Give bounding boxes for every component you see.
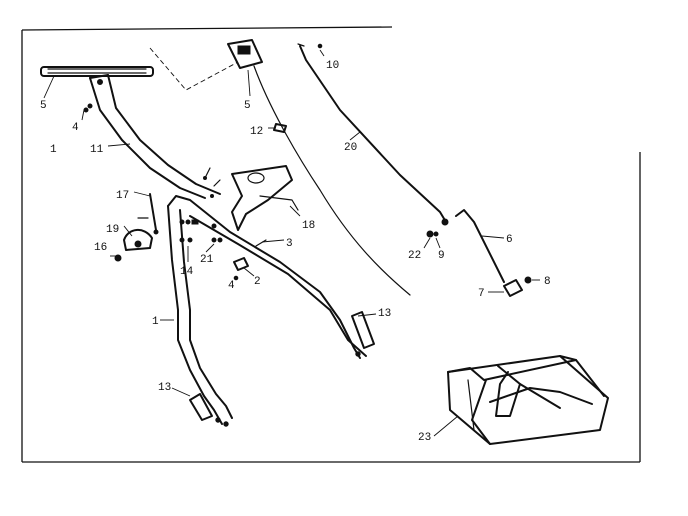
callout-13-right: 13 [378, 308, 391, 320]
bracket-13-right [351, 311, 375, 349]
callout-17: 17 [116, 190, 129, 202]
spool-19-part [123, 229, 153, 251]
lower-handle-part [167, 195, 367, 427]
callout-18: 18 [302, 220, 315, 232]
callout-4-lower: 4 [228, 280, 235, 292]
upper-handle-part [40, 66, 221, 199]
callout-14: 14 [180, 266, 194, 278]
callout-11: 11 [90, 144, 104, 156]
callout-16: 16 [94, 242, 107, 254]
control-cable-part [253, 65, 411, 296]
grass-catcher-part [447, 355, 609, 445]
washer-16-part [114, 254, 122, 262]
pin-17-part [149, 193, 159, 235]
callout-1-lower: 1 [152, 316, 159, 328]
callout-10: 10 [326, 60, 339, 72]
callout-5-left: 5 [40, 100, 47, 112]
callout-9: 9 [438, 250, 445, 262]
diagram-frame [21, 26, 641, 463]
callout-20: 20 [344, 142, 357, 154]
callout-13-lower: 13 [158, 382, 171, 394]
callout-3: 3 [286, 238, 293, 250]
fastener-9-22 [426, 230, 439, 238]
callout-8: 8 [544, 276, 551, 288]
callout-7: 7 [478, 288, 485, 300]
callout-12: 12 [250, 126, 263, 138]
shield-part [231, 165, 299, 231]
callout-4-upper: 4 [72, 122, 79, 134]
callout-6: 6 [506, 234, 513, 246]
control-lever-part [227, 39, 263, 69]
callout-5-right: 5 [244, 100, 251, 112]
callout-2: 2 [254, 276, 261, 288]
hardware-cluster [83, 103, 267, 281]
callout-labels: 5 4 1 11 17 19 16 5 12 10 20 18 3 21 14 … [40, 60, 551, 444]
rod-part [297, 43, 449, 226]
callout-1-upper: 1 [50, 144, 57, 156]
nut-8-part [524, 276, 532, 284]
callout-23: 23 [418, 432, 431, 444]
callout-19: 19 [106, 224, 119, 236]
bracket-13-lower [189, 393, 213, 421]
fastener-10 [317, 43, 323, 49]
spring-7-part [503, 279, 523, 297]
lever-6-part [455, 209, 505, 283]
callout-21: 21 [200, 254, 214, 266]
callout-22: 22 [408, 250, 421, 262]
connector-dashed-line [149, 47, 239, 91]
leader-lines [43, 49, 540, 437]
